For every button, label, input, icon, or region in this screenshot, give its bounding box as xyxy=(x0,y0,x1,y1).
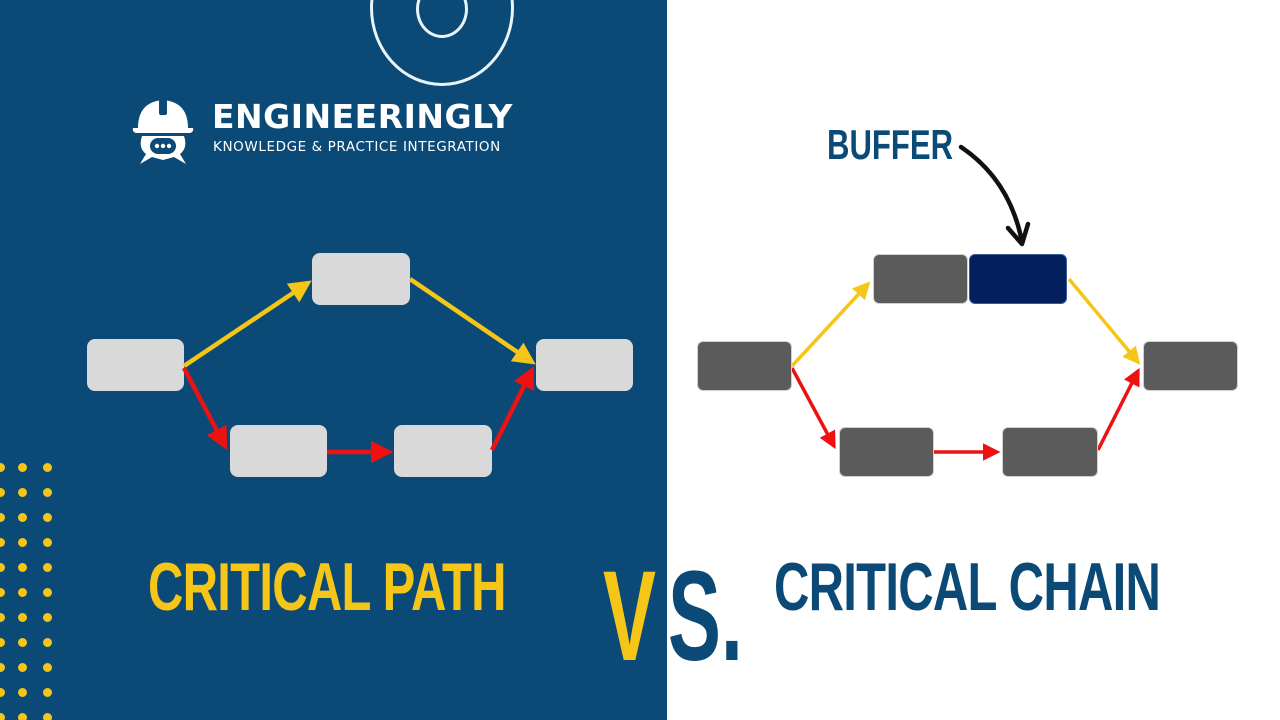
cc-node-bottom-1 xyxy=(839,427,934,477)
decorative-dot xyxy=(18,488,27,497)
decorative-dot xyxy=(18,463,27,472)
decorative-dot xyxy=(18,713,27,720)
decorative-dot xyxy=(18,613,27,622)
cc-arrow-bottom2-end xyxy=(1096,367,1140,451)
critical-path-title: CRITICAL PATH xyxy=(148,549,507,625)
cp-node-end xyxy=(536,339,633,391)
decorative-dot xyxy=(43,713,52,720)
critical-chain-title: CRITICAL CHAIN xyxy=(774,549,1161,625)
decorative-dot xyxy=(43,688,52,697)
buffer-pointer-arrow xyxy=(958,144,1025,245)
cc-buffer-node xyxy=(969,254,1067,304)
left-panel: ENGINEERINGLY KNOWLEDGE & PRACTICE INTEG… xyxy=(0,0,667,720)
cp-arrow-top-end xyxy=(408,277,536,365)
decorative-dot xyxy=(43,613,52,622)
decorative-dot xyxy=(0,613,5,622)
decorative-dot xyxy=(43,538,52,547)
brand-name: ENGINEERINGLY xyxy=(212,97,513,136)
cp-node-bottom-2 xyxy=(394,425,492,477)
decorative-dot xyxy=(0,688,5,697)
buffer-label: BUFFER xyxy=(827,121,954,168)
cc-arrow-start-bottom1 xyxy=(790,367,836,450)
cp-node-bottom-1 xyxy=(230,425,327,477)
decorative-dot xyxy=(18,563,27,572)
decorative-dot xyxy=(0,488,5,497)
cp-arrow-start-bottom1 xyxy=(182,366,228,450)
decorative-dot xyxy=(0,563,5,572)
brand-tagline: KNOWLEDGE & PRACTICE INTEGRATION xyxy=(213,139,501,155)
decorative-dot xyxy=(43,488,52,497)
cp-node-top xyxy=(312,253,410,305)
decorative-dot xyxy=(0,713,5,720)
decorative-dot xyxy=(0,638,5,647)
decorative-dot xyxy=(18,663,27,672)
buffer-pointer-arrowhead xyxy=(1005,221,1031,247)
decorative-dot xyxy=(43,463,52,472)
decorative-dot xyxy=(0,513,5,522)
cc-node-end xyxy=(1143,341,1238,391)
decorative-dot xyxy=(43,588,52,597)
cp-arrow-bottom2-end xyxy=(489,365,535,452)
vs-letter-s: S. xyxy=(668,545,743,688)
decorative-dot xyxy=(18,588,27,597)
cp-arrow-start-top xyxy=(182,280,312,368)
decorative-dot xyxy=(0,538,5,547)
decorative-dot xyxy=(18,688,27,697)
decorative-dot xyxy=(18,513,27,522)
vs-letter-v: V xyxy=(603,545,656,688)
cc-node-start xyxy=(697,341,792,391)
decorative-dot xyxy=(43,563,52,572)
decorative-dot xyxy=(0,663,5,672)
decorative-dot xyxy=(43,513,52,522)
cc-node-bottom-2 xyxy=(1002,427,1098,477)
decorative-dot xyxy=(18,638,27,647)
decorative-dot xyxy=(18,538,27,547)
decorative-dot xyxy=(0,463,5,472)
decorative-dot xyxy=(0,588,5,597)
cc-arrow-buffer-end xyxy=(1067,277,1141,365)
cp-node-start xyxy=(87,339,184,391)
hardhat-chat-icon xyxy=(132,99,194,164)
cc-node-top xyxy=(873,254,968,304)
cc-arrow-start-top xyxy=(790,281,871,368)
decorative-dot xyxy=(43,638,52,647)
decorative-dot xyxy=(43,663,52,672)
